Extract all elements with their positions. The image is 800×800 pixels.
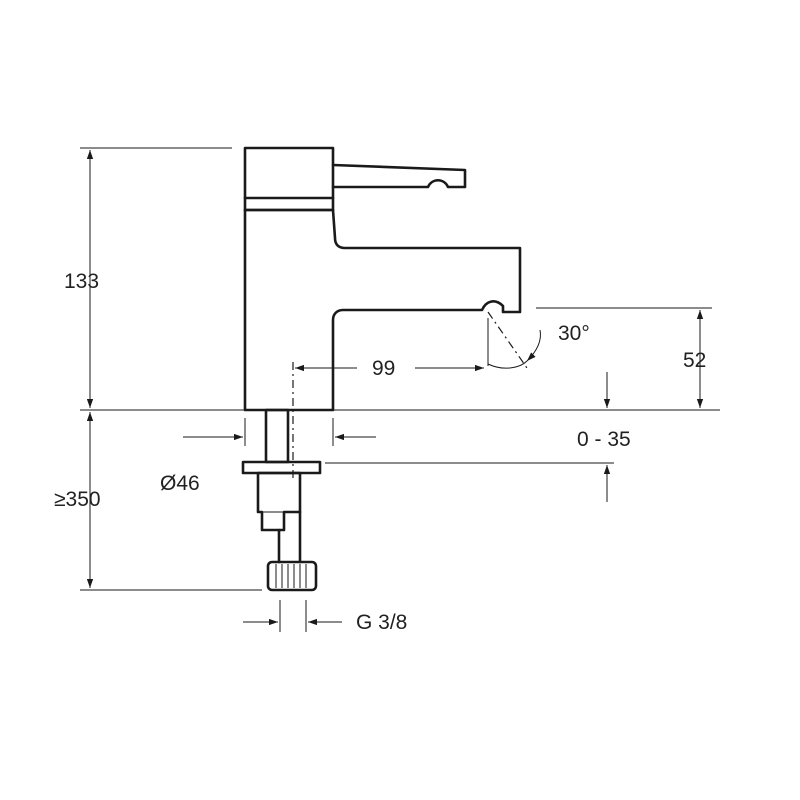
fixing-nut (256, 471, 302, 532)
dimension-labels: 133 ≥350 99 52 30° 0 - 35 Ø46 G 3/8 (54, 270, 706, 634)
label-base-diameter: Ø46 (160, 472, 200, 495)
label-total-height: 133 (64, 270, 99, 293)
label-spout-angle: 30° (558, 322, 590, 345)
label-spout-reach: 99 (372, 357, 395, 380)
knurled-connector (266, 560, 318, 592)
angle-arrow-arc (526, 329, 541, 362)
mounting-hardware (241, 362, 322, 592)
angle-axis (487, 311, 528, 369)
angle-arc (487, 360, 528, 369)
label-connection: G 3/8 (356, 611, 407, 634)
label-deck-thickness: 0 - 35 (577, 428, 631, 451)
lever-handle (331, 163, 467, 189)
label-hose-length: ≥350 (54, 488, 101, 511)
threaded-stud (264, 408, 290, 464)
body-and-spout (243, 208, 522, 412)
extension-lines (80, 147, 720, 632)
faucet-body (243, 146, 522, 412)
knurl-lines (275, 564, 307, 588)
dimension-lines (86, 150, 704, 626)
cartridge-cap (243, 146, 335, 212)
washer-plate (241, 460, 322, 475)
label-spout-height: 52 (683, 349, 706, 372)
